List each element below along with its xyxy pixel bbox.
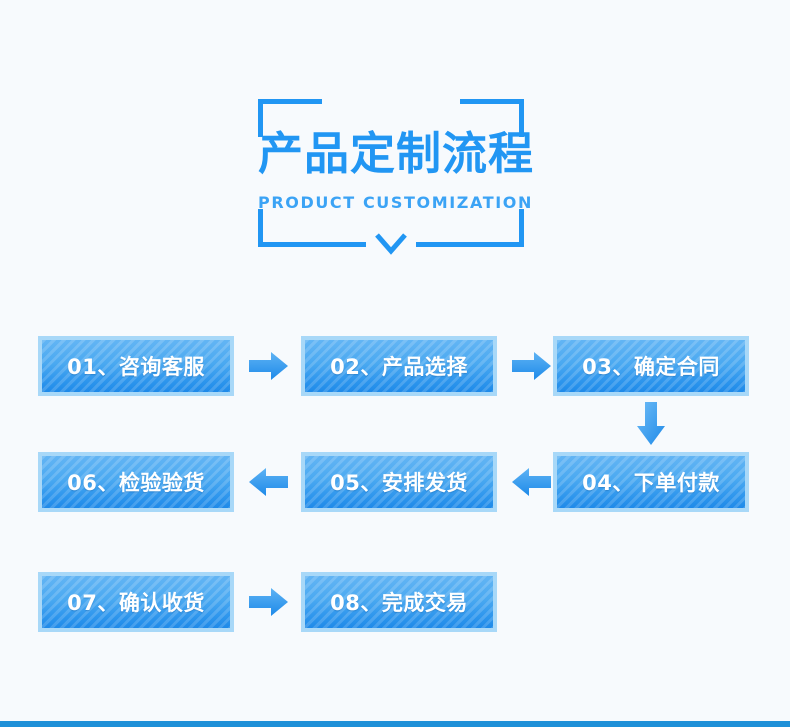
step-box-05[interactable]: 05、安排发货 [301, 452, 497, 512]
step-label-04: 04、下单付款 [582, 471, 720, 495]
bracket-top-right-icon [460, 99, 524, 137]
arrow-01-to-02 [249, 351, 289, 381]
step-label-06: 06、检验验货 [67, 471, 205, 495]
bracket-top-left-icon [258, 99, 322, 137]
arrow-right-icon [249, 588, 288, 616]
step-box-04[interactable]: 04、下单付款 [553, 452, 749, 512]
bracket-bottom-right-icon [416, 209, 524, 247]
arrow-02-to-03 [512, 351, 552, 381]
page-subtitle: PRODUCT CUSTOMIZATION [258, 193, 533, 212]
page-header: 产品定制流程 PRODUCT CUSTOMIZATION [258, 99, 535, 255]
arrow-right-icon [249, 352, 288, 380]
step-label-05: 05、安排发货 [330, 471, 468, 495]
arrow-04-to-05 [512, 467, 552, 497]
arrow-03-to-04 [636, 402, 666, 446]
step-label-01: 01、咨询客服 [67, 355, 205, 379]
arrow-right-icon [512, 352, 551, 380]
step-box-08[interactable]: 08、完成交易 [301, 572, 497, 632]
step-box-03[interactable]: 03、确定合同 [553, 336, 749, 396]
page-title: 产品定制流程 [258, 127, 535, 180]
step-label-08: 08、完成交易 [330, 591, 468, 615]
arrow-left-icon [249, 468, 288, 496]
step-box-07[interactable]: 07、确认收货 [38, 572, 234, 632]
arrow-left-icon [512, 468, 551, 496]
arrow-07-to-08 [249, 587, 289, 617]
step-label-02: 02、产品选择 [330, 355, 468, 379]
bottom-accent-bar [0, 721, 790, 727]
step-label-07: 07、确认收货 [67, 591, 205, 615]
chevron-down-icon [374, 229, 408, 259]
step-box-02[interactable]: 02、产品选择 [301, 336, 497, 396]
step-label-03: 03、确定合同 [582, 355, 720, 379]
step-box-01[interactable]: 01、咨询客服 [38, 336, 234, 396]
arrow-down-icon [637, 402, 665, 445]
bracket-bottom-left-icon [258, 209, 366, 247]
arrow-05-to-06 [249, 467, 289, 497]
step-box-06[interactable]: 06、检验验货 [38, 452, 234, 512]
